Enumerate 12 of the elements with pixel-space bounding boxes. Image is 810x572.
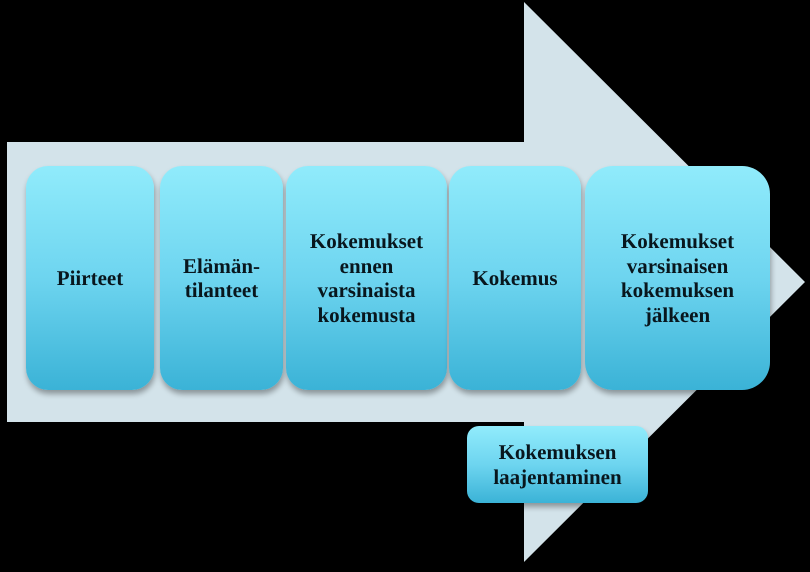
process-box — [585, 166, 770, 390]
process-box — [26, 166, 154, 390]
step-label: Elämän- tilanteet — [182, 254, 261, 302]
step-label: Kokemuksen laajentaminen — [492, 440, 623, 489]
process-box — [467, 426, 648, 503]
process-box — [449, 166, 581, 390]
step-label: Piirteet — [56, 266, 124, 290]
step-label: Kokemukset ennen varsinaista kokemusta — [308, 229, 424, 327]
step-label: Kokemukset varsinaisen kokemuksen jälkeen — [620, 229, 736, 327]
process-box — [160, 166, 283, 390]
step-label: Kokemus — [472, 266, 558, 290]
process-box — [286, 166, 447, 390]
